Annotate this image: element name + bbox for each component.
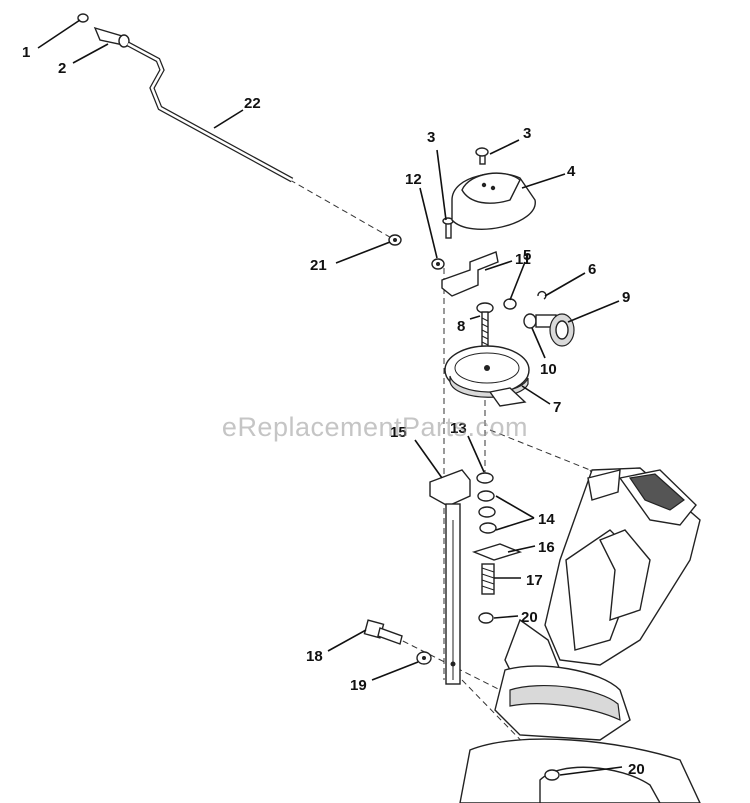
callout-22: 22: [244, 95, 261, 112]
part-5-nut: [503, 298, 517, 310]
part-18-bolt: [363, 619, 403, 645]
callout-18: 18: [306, 648, 323, 665]
callout-7: 7: [553, 399, 561, 416]
part-6-clip: [537, 290, 547, 300]
part-10-washer: [523, 313, 537, 329]
part-22-crank-rod: [126, 41, 294, 183]
callout-10: 10: [540, 361, 557, 378]
callout-4: 4: [567, 163, 576, 180]
callout-leaders: [37, 19, 623, 776]
callout-9: 9: [622, 289, 630, 306]
part-13-washer: [476, 472, 494, 484]
part-11-bracket: [441, 251, 499, 297]
part-7-ratchet-plate: [444, 345, 530, 407]
watermark-text: eReplacementParts.com: [221, 412, 529, 442]
callout-6: 6: [588, 261, 596, 278]
callout-20-lower: 20: [628, 761, 645, 778]
callout-8: 8: [457, 318, 465, 335]
callout-11: 11: [515, 251, 531, 268]
part-19-washer: [416, 651, 432, 665]
callout-14: 14: [538, 511, 555, 528]
part-14-washers: [477, 490, 497, 534]
callout-numbers: 1 2 22 3 3 4 12 21 11 5 6 9 8 10 7 13 15…: [22, 44, 645, 778]
part-1-cap: [77, 13, 89, 23]
part-17-spring: [481, 563, 495, 595]
callout-19: 19: [350, 677, 367, 694]
callout-5: 5: [523, 247, 531, 264]
part-9-gear: [535, 313, 575, 347]
callout-16: 16: [538, 539, 555, 556]
callout-3-left: 3: [427, 129, 435, 146]
discharge-chute: [459, 467, 701, 803]
part-21-nut: [388, 234, 402, 246]
callout-20-upper: 20: [521, 609, 538, 626]
callout-13: 13: [450, 420, 467, 437]
part-20-nut-upper: [478, 612, 494, 624]
callout-17: 17: [526, 572, 543, 589]
part-16-plate: [471, 543, 523, 561]
part-12-washer: [431, 258, 445, 270]
part-8-bolt: [476, 302, 494, 353]
callout-2: 2: [58, 60, 66, 77]
part-4-knob-cover: [451, 172, 536, 230]
callout-3-right: 3: [523, 125, 531, 142]
part-15-support-bar: [429, 469, 471, 685]
callout-1: 1: [22, 44, 30, 61]
callout-12: 12: [405, 171, 422, 188]
part-2-handle-grip: [93, 26, 130, 48]
callout-15: 15: [390, 424, 407, 441]
callout-21: 21: [310, 257, 327, 274]
